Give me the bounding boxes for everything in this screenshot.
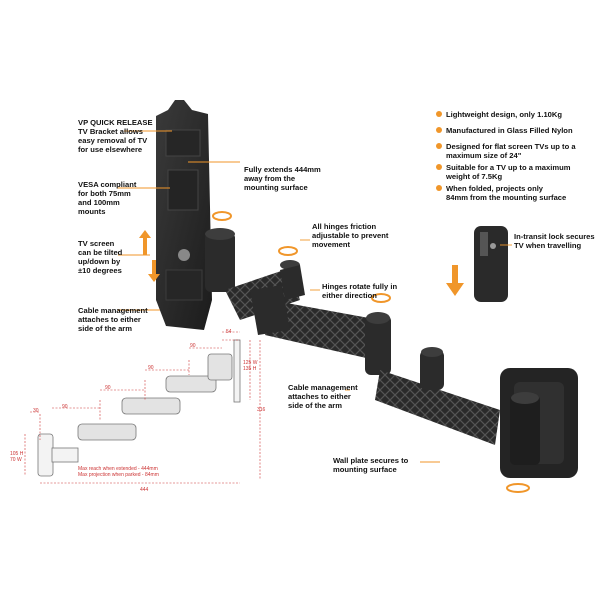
feature-text: Designed for flat screen TVs up to a <box>446 142 576 151</box>
callout-text: for use elsewhere <box>78 145 143 154</box>
dimension-label: 90 <box>148 365 154 371</box>
callout-text: side of the arm <box>288 401 343 410</box>
callout-cable-top: Cable management attaches to either side… <box>78 306 148 333</box>
dimension-label: 105 H <box>10 451 24 457</box>
in-transit-lock <box>446 226 508 302</box>
dimension-label: 444 <box>140 487 149 493</box>
callout-wall-plate: Wall plate secures to mounting surface <box>333 456 408 474</box>
diagram-arm-outline <box>37 339 241 477</box>
tv-bracket-plate <box>156 100 212 330</box>
callout-text: away from the <box>244 174 296 183</box>
bullet-icon <box>436 111 442 117</box>
callout-friction: All hinges friction adjustable to preven… <box>312 222 388 249</box>
callout-rotate: Hinges rotate fully in either direction <box>322 282 397 300</box>
dimension-note: Max projection when parked - 84mm <box>78 472 159 478</box>
callout-text: TV when travelling <box>514 241 582 250</box>
feature-text: Lightweight design, only 1.10Kg <box>446 110 563 119</box>
callout-text: VESA compliant <box>78 180 137 189</box>
callout-text: Wall plate secures to <box>333 456 409 465</box>
callout-cable-bottom: Cable management attaches to either side… <box>288 383 358 410</box>
dimension-label: 90 <box>62 404 68 410</box>
feature-item: When folded, projects only 84mm from the… <box>436 184 567 202</box>
callout-text: mounting surface <box>333 465 397 474</box>
callout-text: mounting surface <box>244 183 308 192</box>
bullet-icon <box>436 127 442 133</box>
feature-item: Manufactured in Glass Filled Nylon <box>436 126 573 135</box>
dimension-label: 54 <box>226 329 232 335</box>
bullet-icon <box>436 185 442 191</box>
callout-text: mounts <box>78 207 106 216</box>
callout-text: In-transit lock secures <box>514 232 595 241</box>
callout-text: attaches to either <box>288 392 351 401</box>
bullet-icon <box>436 143 442 149</box>
callout-extends: Fully extends 444mm away from the mounti… <box>244 165 321 192</box>
callout-text: ±10 degrees <box>78 266 122 275</box>
callout-quick-release: VP QUICK RELEASE TV Bracket allows easy … <box>78 118 153 154</box>
feature-text: maximum size of 24" <box>446 151 522 160</box>
dimension-label: 125 W <box>243 360 258 366</box>
callout-text: side of the arm <box>78 324 133 333</box>
callout-text: VP QUICK RELEASE <box>78 118 153 127</box>
feature-item: Lightweight design, only 1.10Kg <box>436 110 563 119</box>
dimension-label: 70 W <box>10 457 22 463</box>
callout-text: All hinges friction <box>312 222 377 231</box>
dimension-label: 90 <box>105 385 111 391</box>
dimension-label: 316 <box>257 407 266 413</box>
dimension-notes: Max reach when extended - 444mm Max proj… <box>78 466 159 478</box>
dimension-label: 90 <box>190 343 196 349</box>
dimension-note: Max reach when extended - 444mm <box>78 466 158 472</box>
dimension-diagram <box>24 331 261 484</box>
arm-segment-3 <box>375 347 500 445</box>
callout-text: and 100mm <box>78 198 120 207</box>
feature-text: Manufactured in Glass Filled Nylon <box>446 126 573 135</box>
callout-text: attaches to either <box>78 315 141 324</box>
tilt-arrows <box>139 230 160 282</box>
callout-text: Cable management <box>288 383 358 392</box>
callout-lock: In-transit lock secures TV when travelli… <box>514 232 595 250</box>
callout-leaders <box>117 130 512 463</box>
diagram-dimension-lines <box>24 331 261 484</box>
dimension-label: 135 H <box>243 366 257 372</box>
callout-text: movement <box>312 240 350 249</box>
callout-text: for both 75mm <box>78 189 131 198</box>
feature-item: Suitable for a TV up to a maximum weight… <box>436 163 571 181</box>
feature-text: weight of 7.5Kg <box>446 172 503 181</box>
callout-text: either direction <box>322 291 377 300</box>
callout-text: Hinges rotate fully in <box>322 282 398 291</box>
wall-plate <box>500 368 578 478</box>
callout-text: can be tilted <box>78 248 123 257</box>
feature-text: 84mm from the mounting surface <box>446 193 567 202</box>
callout-text: up/down by <box>78 257 121 266</box>
feature-item: Designed for flat screen TVs up to a max… <box>436 142 576 160</box>
callout-vesa: VESA compliant for both 75mm and 100mm m… <box>78 180 136 216</box>
bullet-icon <box>436 164 442 170</box>
rotation-indicators <box>212 211 530 493</box>
callout-text: easy removal of TV <box>78 136 148 145</box>
callout-text: Cable management <box>78 306 148 315</box>
callout-text: TV Bracket allows <box>78 127 143 136</box>
dimension-label: 30 <box>33 408 39 414</box>
callout-text: TV screen <box>78 239 115 248</box>
callout-text: Fully extends 444mm <box>244 165 321 174</box>
arm-segment-2 <box>250 285 391 375</box>
callout-text: adjustable to prevent <box>312 231 389 240</box>
feature-text: Suitable for a TV up to a maximum <box>446 163 571 172</box>
callout-tilt: TV screen can be tilted up/down by ±10 d… <box>78 239 122 275</box>
feature-text: When folded, projects only <box>446 184 544 193</box>
